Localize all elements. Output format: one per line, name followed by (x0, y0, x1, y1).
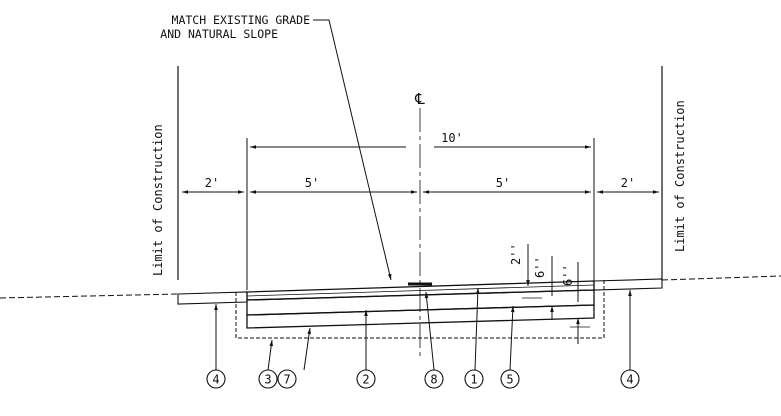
base-course-layer (246, 289, 595, 316)
dim-overall-label: 10' (441, 131, 463, 145)
dim-left-shoulder-label: 2' (205, 176, 219, 190)
callout-4-right: 4 (620, 369, 640, 389)
callout-1-label: 1 (470, 373, 477, 387)
existing-ground-left (0, 293, 179, 299)
callout-leader-1 (474, 287, 480, 371)
geotextile-outline (235, 280, 605, 339)
callout-4-left-label: 4 (212, 373, 219, 387)
callout-8-label: 8 (430, 373, 437, 387)
centerline-symbol: ℄ (414, 90, 425, 108)
callout-2-label: 2 (362, 373, 369, 387)
callout-2: 2 (356, 369, 376, 389)
surface-course-inner-line (246, 284, 595, 297)
thickness-middle-label: 6'' (533, 256, 547, 278)
existing-ground-right (661, 275, 781, 281)
callout-leader-5 (509, 305, 515, 371)
limit-of-construction-label-left: Limit of Construction (151, 124, 165, 276)
callout-7: 7 (277, 369, 297, 389)
dim-right-half-label: 5' (496, 176, 510, 190)
grade-note-line2: AND NATURAL SLOPE (160, 27, 278, 41)
callout-4-left: 4 (206, 369, 226, 389)
callout-leader-8 (424, 291, 435, 371)
callout-leader-3 (267, 339, 273, 371)
thickness-top-label: 2'' (509, 243, 523, 265)
grade-note-leader (313, 19, 392, 281)
callout-leader-7 (303, 327, 311, 371)
callout-3-label: 3 (264, 373, 271, 387)
limit-of-construction-label-right: Limit of Construction (673, 100, 687, 252)
dim-right-shoulder-label: 2' (621, 176, 635, 190)
subbase-layer (246, 304, 595, 329)
callout-4-right-label: 4 (626, 373, 633, 387)
dim-left-half-label: 5' (305, 176, 319, 190)
callout-5: 5 (500, 369, 520, 389)
thickness-bottom-label: 6'' (561, 264, 575, 286)
callout-7-label: 7 (283, 373, 290, 387)
callout-5-label: 5 (506, 373, 513, 387)
callout-8: 8 (424, 369, 444, 389)
callout-1: 1 (464, 369, 484, 389)
shoulder-left (177, 291, 248, 305)
callout-3: 3 (258, 369, 278, 389)
grade-note-line1: MATCH EXISTING GRADE (172, 13, 311, 27)
